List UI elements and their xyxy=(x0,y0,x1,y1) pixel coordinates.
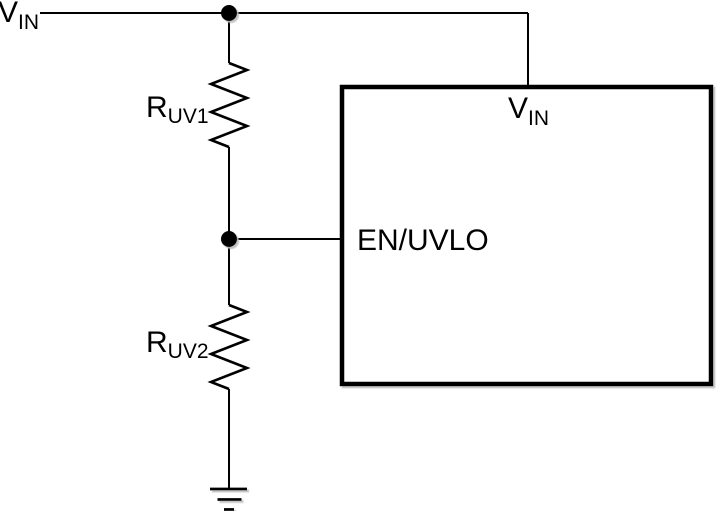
ruv2-subscript: UV2 xyxy=(168,340,209,363)
ruv1-main: R xyxy=(146,91,168,124)
junction-dot-top xyxy=(221,5,237,21)
vin-pin-subscript: IN xyxy=(528,107,549,130)
vin-source-subscript: IN xyxy=(18,11,39,34)
vin-source-main: V xyxy=(0,0,18,29)
ruv1-subscript: UV1 xyxy=(168,105,209,128)
schematic-labels: VIN RUV1 RUV2 EN/UVLO VIN xyxy=(0,0,549,363)
ic-block xyxy=(339,84,714,387)
ruv1-label: RUV1 xyxy=(146,91,209,128)
vin-source-label: VIN xyxy=(0,0,39,34)
ruv2-label: RUV2 xyxy=(146,326,209,363)
junction-dot-divider xyxy=(221,231,237,247)
vin-pin-label: VIN xyxy=(508,92,549,130)
en-uvlo-pin-label: EN/UVLO xyxy=(357,224,489,257)
ruv2-main: R xyxy=(146,326,168,359)
resistor-ruv2-symbol xyxy=(207,303,251,391)
resistor-ruv1-symbol xyxy=(207,61,251,149)
vin-pin-main: V xyxy=(508,92,528,125)
schematic-lines xyxy=(40,5,714,511)
ground-symbol xyxy=(210,487,247,511)
